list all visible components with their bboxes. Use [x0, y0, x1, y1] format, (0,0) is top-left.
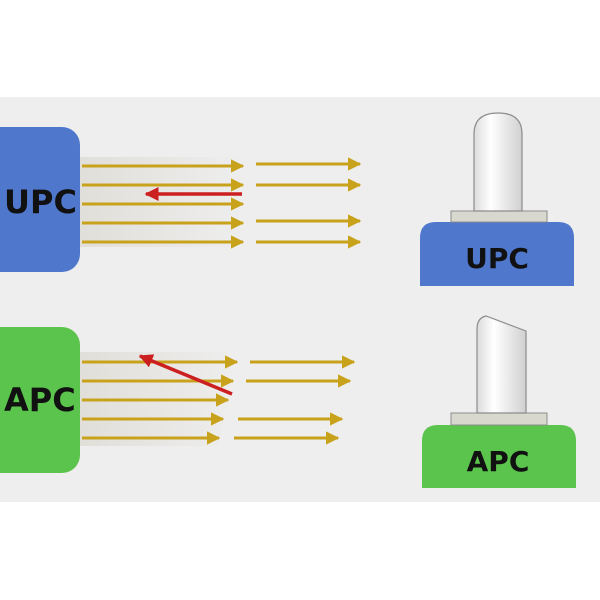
apc-fiber-block	[0, 327, 80, 473]
apc-reflected-ray	[138, 354, 233, 396]
upc-fiber-label: UPC	[4, 183, 77, 221]
apc-fiber-label: APC	[4, 381, 76, 419]
apc-connector-label: APC	[467, 445, 530, 478]
apc-ferrule	[476, 315, 527, 414]
upc-connector-body	[420, 222, 574, 286]
upc-beam-shade	[80, 157, 245, 247]
upc-connector-label: UPC	[465, 242, 529, 275]
upc-transmitted-rays	[82, 157, 362, 249]
upc-fiber-block	[0, 127, 80, 272]
apc-connector: APC	[422, 315, 576, 488]
apc-ferrule-base	[450, 412, 548, 426]
upc-row: UPC	[0, 127, 362, 272]
apc-connector-body	[422, 425, 576, 488]
apc-row: APC	[0, 327, 356, 473]
upc-connector: UPC	[420, 112, 574, 286]
apc-transmitted-rays	[82, 355, 356, 445]
upc-ferrule	[473, 112, 523, 212]
upc-ferrule-base	[450, 210, 548, 223]
